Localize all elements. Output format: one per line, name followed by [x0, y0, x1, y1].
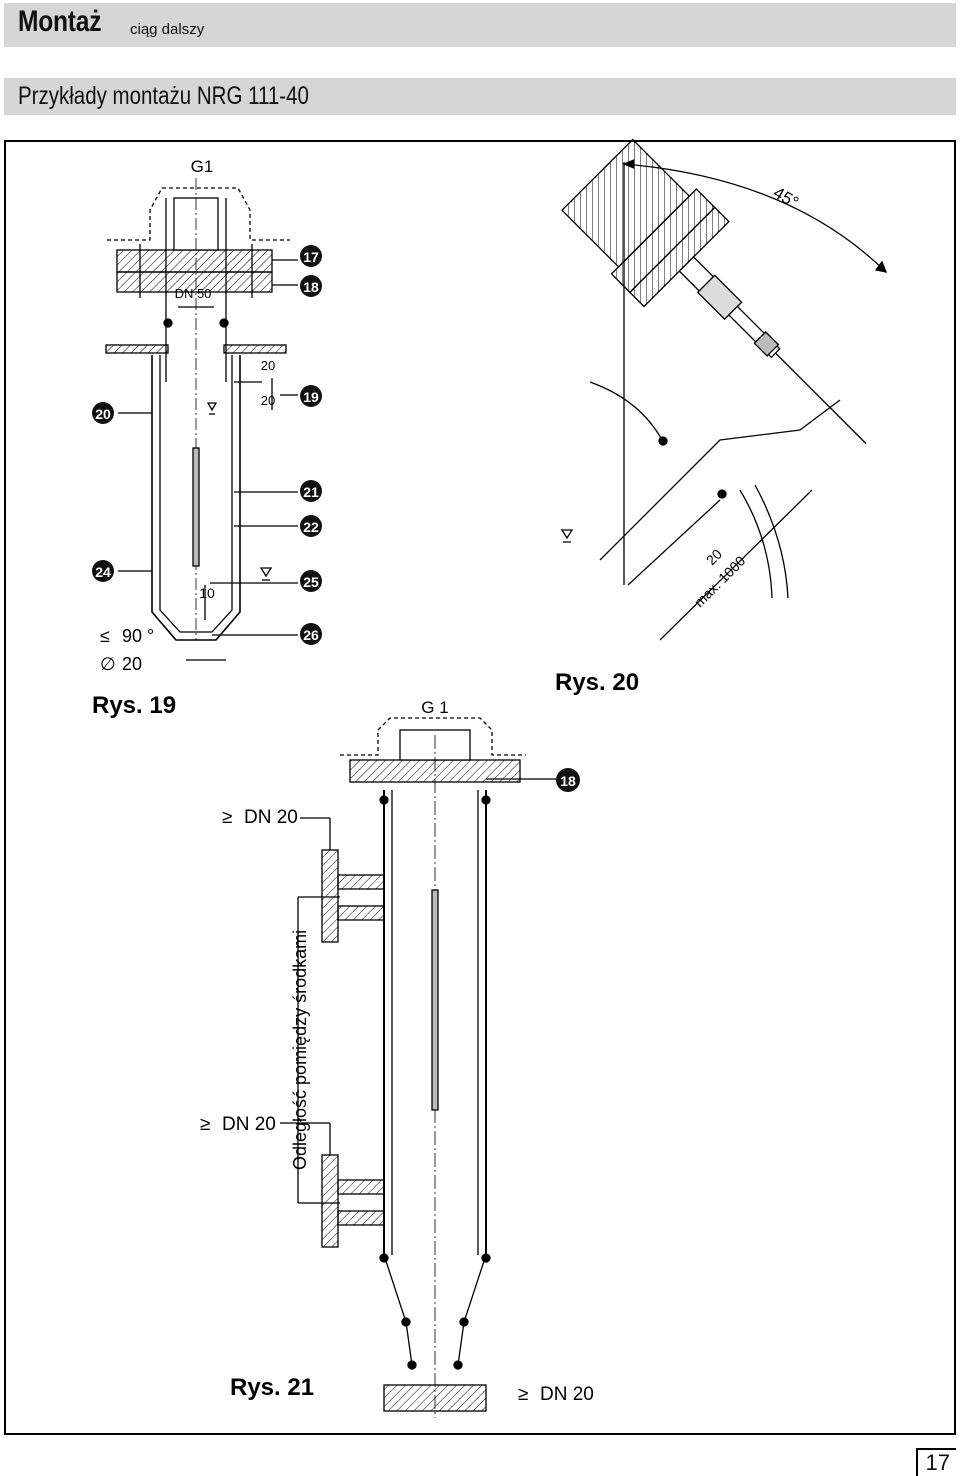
header-subtitle: ciąg dalszy — [130, 21, 205, 38]
fig21-dn-top: DN 20 — [244, 807, 298, 828]
callout-22: 22 — [303, 519, 319, 535]
fig21-ge-top: ≥ — [222, 807, 232, 828]
fig21-drawing — [280, 717, 556, 1418]
fig21-thread-label: G 1 — [421, 698, 448, 717]
fig19-dn-label: DN 50 — [175, 286, 212, 301]
fig21-ge-bottom: ≥ — [518, 1384, 528, 1405]
header-bar: Montaż ciąg dalszy — [4, 3, 956, 47]
callout-17: 17 — [303, 249, 319, 265]
fig21-dn-bottom: DN 20 — [540, 1384, 594, 1405]
fig19-dim-d20: 20 — [261, 358, 275, 373]
fig20-drawing — [560, 138, 888, 641]
fig20-caption: Rys. 20 — [555, 669, 639, 696]
figure-frame — [4, 140, 956, 1435]
fig21-callout-18: 18 — [560, 773, 576, 789]
fig19-dim-10: 10 — [199, 585, 215, 601]
page-number: 17 — [916, 1448, 956, 1476]
fig20-angle-label: 45° — [770, 183, 802, 212]
fig19-lower-flange — [116, 271, 273, 293]
fig19-angle-value: 90 ° — [122, 626, 154, 646]
fig21-dn-mid: DN 20 — [222, 1114, 276, 1135]
fig21-caption: Rys. 21 — [230, 1374, 314, 1401]
fig19-caption: Rys. 19 — [92, 692, 176, 719]
callout-24: 24 — [95, 564, 111, 580]
header-title: Montaż — [18, 5, 102, 38]
callout-21: 21 — [303, 484, 319, 500]
fig21-distance-label: Odległość pomiędzy środkami — [290, 930, 310, 1170]
callout-26: 26 — [303, 627, 319, 643]
fig19-angle-label: ≤ — [100, 626, 110, 646]
fig21-callout-circle — [556, 768, 580, 792]
section-title: Przykłady montażu NRG 111-40 — [18, 82, 309, 110]
fig19-dim-20: 20 — [261, 393, 275, 408]
fig19-callouts: 17 18 19 20 21 22 24 25 26 — [92, 245, 322, 645]
fig19-diameter-value: 20 — [122, 654, 142, 674]
callout-19: 19 — [303, 389, 319, 405]
callout-18: 18 — [303, 279, 319, 295]
fig19-drawing — [105, 178, 298, 661]
section-bar: Przykłady montażu NRG 111-40 — [4, 78, 956, 115]
fig21-ge-mid: ≥ — [200, 1114, 210, 1135]
callout-20: 20 — [95, 406, 111, 422]
fig19-diameter-symbol: ∅ — [100, 654, 116, 674]
fig19-thread-label: G1 — [191, 157, 214, 176]
callout-25: 25 — [303, 574, 319, 590]
fig19-cap-outline — [107, 187, 290, 241]
fig20-dim-20: 20 — [703, 546, 725, 568]
